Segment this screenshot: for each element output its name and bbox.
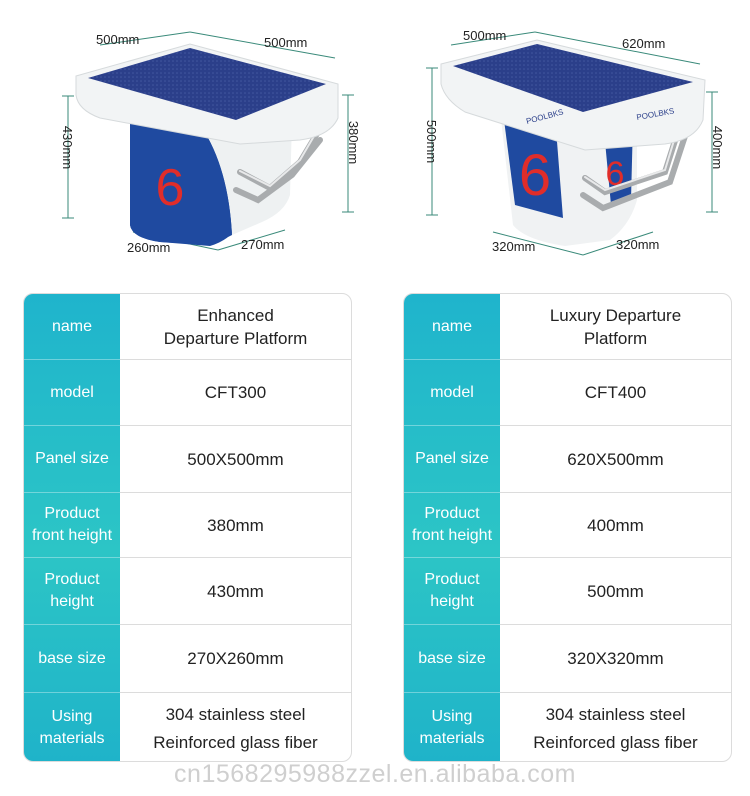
material-1: 304 stainless steel [545,704,686,724]
spec-label: Product height [24,558,120,625]
label-line-2: materials [39,730,105,747]
label-line-2: front height [411,527,493,544]
spec-label: model [404,360,500,426]
label-line-2: materials [419,730,485,747]
label-line-1: Product [44,505,100,522]
dim-top-left: 500mm [96,32,140,47]
spec-label: Product front height [24,493,120,558]
spec-row-height: Product height 500mm [404,558,731,625]
spec-row-name: name Enhanced Departure Platform [24,294,351,360]
lane-number-side: 6 [606,155,625,193]
dim-bottom-left: 320mm [492,239,536,254]
dim-right-height: 400mm [710,125,726,170]
spec-value: CFT300 [120,360,351,426]
spec-value: 500mm [500,558,731,625]
name-line-2: Departure Platform [163,328,308,348]
watermark: cn1568295988zzel.en.alibaba.com [174,760,576,788]
label-line-2: height [50,593,94,610]
lane-number: 6 [156,159,185,217]
label-column [24,294,120,761]
spec-label: Panel size [404,426,500,493]
spec-value: Luxury Departure Platform [500,294,731,360]
spec-label: Panel size [24,426,120,493]
spec-value: CFT400 [500,360,731,426]
name-line-1: Enhanced [197,305,274,325]
name-line-1: Luxury Departure [549,305,682,325]
spec-label: Using materials [24,693,120,761]
spec-value: 500X500mm [120,426,351,493]
dim-left-height: 500mm [424,119,440,164]
spec-value: 380mm [120,493,351,558]
spec-row-panel-size: Panel size 620X500mm [404,426,731,493]
spec-label: model [24,360,120,426]
spec-row-materials: Using materials 304 stainless steel Reinf… [24,693,351,761]
spec-row-height: Product height 430mm [24,558,351,625]
spec-row-base-size: base size 270X260mm [24,625,351,693]
spec-label: base size [24,625,120,693]
product-image-cft400: 6 6 POOLBKS POOLBKS 500mm 620mm 500mm 40… [375,0,750,275]
label-line-1: Using [431,708,473,725]
spec-value: 320X320mm [500,625,731,693]
label-line-1: Product [44,571,100,588]
name-line-2: Platform [583,328,648,348]
platform-illustration: 6 6 POOLBKS POOLBKS [426,31,718,256]
spec-label: Using materials [404,693,500,761]
product-image-cft300: 6 500mm 500mm 430mm 380mm 260mm 270mm [0,0,375,275]
spec-row-base-size: base size 320X320mm [404,625,731,693]
spec-value: 620X500mm [500,426,731,493]
spec-value: 430mm [120,558,351,625]
spec-row-front-height: Product front height 400mm [404,493,731,558]
material-2: Reinforced glass fiber [153,732,318,752]
spec-value: Enhanced Departure Platform [120,294,351,360]
dim-bottom-right: 270mm [241,237,285,252]
label-line-1: Product [424,571,480,588]
spec-row-materials: Using materials 304 stainless steel Reinf… [404,693,731,761]
spec-row-model: model CFT400 [404,360,731,426]
label-column [404,294,500,761]
spec-label: name [404,294,500,360]
spec-row-panel-size: Panel size 500X500mm [24,426,351,493]
spec-label: Product height [404,558,500,625]
spec-value: 400mm [500,493,731,558]
label-line-1: Product [424,505,480,522]
spec-value: 304 stainless steel Reinforced glass fib… [500,693,731,761]
dim-left-height: 430mm [60,125,76,170]
spec-table-cft400: name Luxury Departure Platform model CFT… [403,293,732,762]
spec-row-front-height: Product front height 380mm [24,493,351,558]
dim-top-left: 500mm [463,28,507,43]
dim-top-right: 620mm [622,36,666,51]
spec-label: name [24,294,120,360]
spec-value: 304 stainless steel Reinforced glass fib… [120,693,351,761]
dim-bottom-right: 320mm [616,237,660,252]
label-line-1: Using [51,708,93,725]
material-1: 304 stainless steel [165,704,306,724]
spec-table-cft300: name Enhanced Departure Platform model C… [23,293,352,762]
spec-row-name: name Luxury Departure Platform [404,294,731,360]
dim-bottom-left: 260mm [127,240,171,255]
dim-top-right: 500mm [264,35,308,50]
lane-number: 6 [519,143,551,208]
label-line-2: front height [31,527,113,544]
spec-row-model: model CFT300 [24,360,351,426]
dim-right-height: 380mm [346,120,362,165]
platform-illustration: 6 [62,31,354,251]
spec-label: base size [404,625,500,693]
spec-label: Product front height [404,493,500,558]
material-2: Reinforced glass fiber [533,732,698,752]
label-line-2: height [430,593,474,610]
spec-value: 270X260mm [120,625,351,693]
